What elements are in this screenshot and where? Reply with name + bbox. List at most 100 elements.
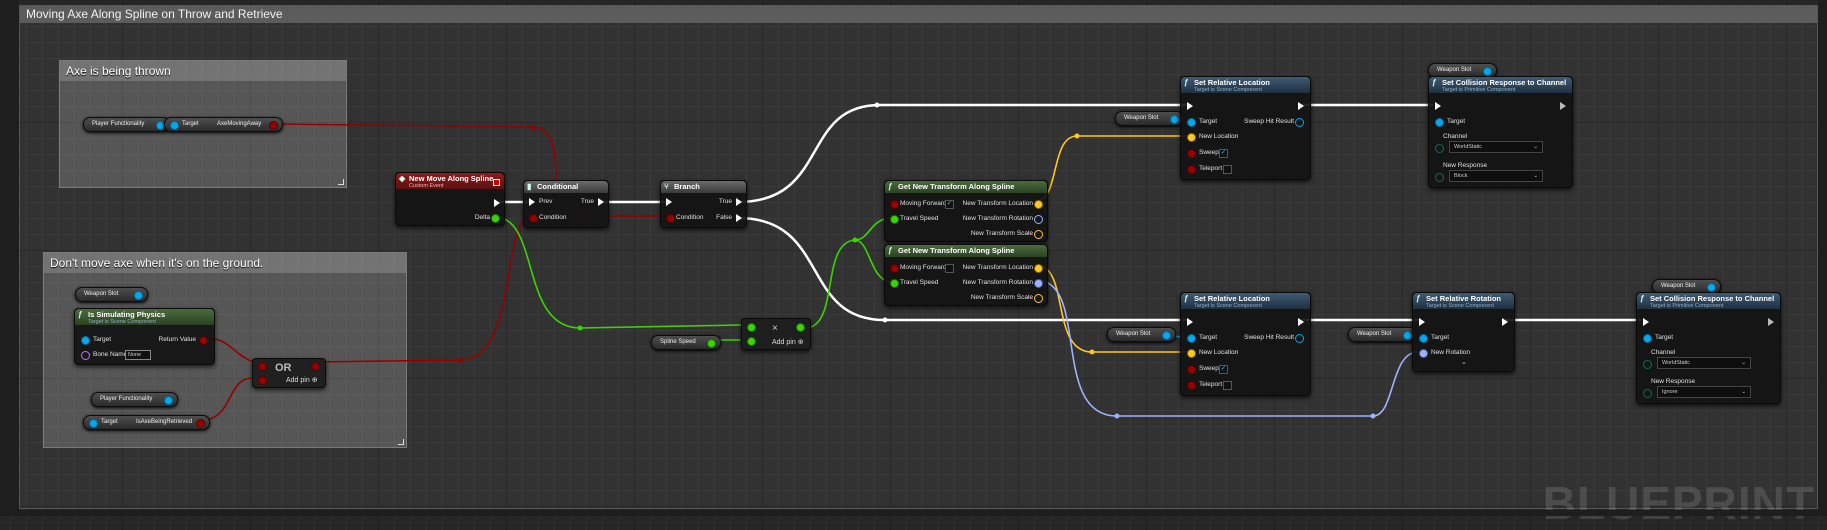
delegate-pin-icon[interactable] [493, 179, 500, 186]
moving-forward-checkbox[interactable]: ✓ [945, 200, 954, 209]
bool-pin-icon[interactable] [890, 200, 899, 209]
object-pin-icon[interactable] [1187, 118, 1196, 127]
exec-out-pin-icon[interactable] [494, 199, 500, 207]
node-multiply[interactable]: × Add pin ⊕ [741, 318, 811, 350]
node-get-new-transform-backward[interactable]: ƒ Get New Transform Along Spline Moving … [884, 244, 1048, 306]
float-pin-icon[interactable] [747, 323, 756, 332]
node-is-simulating-physics[interactable]: ƒ Is Simulating Physics Target is Scene … [74, 308, 215, 365]
add-pin-button[interactable]: Add pin ⊕ [286, 376, 318, 384]
bone-name-input[interactable]: None [125, 350, 151, 360]
object-pin-icon[interactable] [1187, 334, 1196, 343]
node-header[interactable]: ƒ Is Simulating Physics Target is Scene … [75, 309, 214, 325]
object-pin-icon[interactable] [1643, 334, 1652, 343]
main-comment-title[interactable]: Moving Axe Along Spline on Throw and Ret… [20, 6, 1817, 23]
object-pin-icon[interactable] [1707, 283, 1716, 292]
var-player-functionality[interactable]: Player Functionality [83, 117, 170, 132]
moving-forward-checkbox[interactable] [945, 264, 954, 273]
bool-pin-icon[interactable] [890, 264, 899, 273]
bool-pin-icon[interactable] [199, 336, 208, 345]
float-pin-icon[interactable] [796, 323, 805, 332]
var-player-functionality[interactable]: Player Functionality [91, 392, 178, 407]
node-header[interactable]: ƒ Set Relative Location Target is Scene … [1181, 77, 1310, 93]
response-dropdown[interactable]: Block ⌄ [1449, 170, 1543, 182]
enum-pin-icon[interactable] [1643, 360, 1652, 369]
bool-pin-icon[interactable] [258, 362, 267, 371]
node-get-new-transform-forward[interactable]: ƒ Get New Transform Along Spline Moving … [884, 180, 1048, 242]
object-pin-icon[interactable] [1483, 67, 1492, 76]
bool-pin-icon[interactable] [269, 121, 278, 130]
vector-pin-icon[interactable] [1034, 264, 1043, 273]
exec-in-pin-icon[interactable] [1187, 318, 1193, 326]
enum-pin-icon[interactable] [1435, 173, 1444, 182]
enum-pin-icon[interactable] [1643, 389, 1652, 398]
node-new-move-along-spline[interactable]: ◆ New Move Along Spline Custom Event Del… [395, 172, 505, 226]
bool-pin-icon[interactable] [196, 419, 205, 428]
rotator-pin-icon[interactable] [1034, 215, 1043, 224]
float-pin-icon[interactable] [890, 279, 899, 288]
vector-pin-icon[interactable] [1187, 133, 1196, 142]
sweep-checkbox[interactable]: ✓ [1219, 365, 1228, 374]
comment-axe-thrown-title[interactable]: Axe is being thrown [60, 61, 346, 81]
struct-pin-icon[interactable] [1295, 334, 1304, 343]
expand-chevron-icon[interactable]: ⌄ [1461, 359, 1467, 366]
node-branch[interactable]: ⑂ Branch True Condition False [660, 180, 747, 228]
node-set-collision-response-bottom[interactable]: ƒ Set Collision Response to Channel Targ… [1636, 292, 1781, 404]
node-header[interactable]: ƒ Get New Transform Along Spline [885, 245, 1047, 257]
vector-pin-icon[interactable] [1187, 349, 1196, 358]
node-header[interactable]: ƒ Set Collision Response to Channel Targ… [1637, 293, 1780, 309]
var-spline-speed[interactable]: Spline Speed [651, 335, 721, 350]
bool-pin-icon[interactable] [311, 362, 320, 371]
exec-in-pin-icon[interactable] [1187, 102, 1193, 110]
object-pin-icon[interactable] [170, 121, 179, 130]
node-header[interactable]: ƒ Get New Transform Along Spline [885, 181, 1047, 193]
node-set-relative-location-top[interactable]: ƒ Set Relative Location Target is Scene … [1180, 76, 1311, 180]
var-axe-moving-away[interactable]: Target AxeMovingAway [164, 117, 283, 132]
object-pin-icon[interactable] [164, 396, 173, 405]
struct-pin-icon[interactable] [1295, 118, 1304, 127]
exec-out-pin-icon[interactable] [1298, 318, 1304, 326]
rotator-pin-icon[interactable] [1419, 349, 1428, 358]
exec-in-pin-icon[interactable] [1435, 102, 1441, 110]
object-pin-icon[interactable] [134, 291, 143, 300]
node-header[interactable]: ⑂ Branch [661, 181, 746, 193]
bool-pin-icon[interactable] [1187, 149, 1196, 158]
var-is-axe-being-retrieved[interactable]: Target IsAxeBeingRetrieved [83, 415, 210, 430]
name-pin-icon[interactable] [81, 351, 90, 360]
object-pin-icon[interactable] [1162, 331, 1171, 340]
var-weapon-slot[interactable]: Weapon Slot [1107, 327, 1176, 342]
exec-out-pin-icon[interactable] [736, 198, 742, 206]
node-set-relative-location-bottom[interactable]: ƒ Set Relative Location Target is Scene … [1180, 292, 1311, 396]
float-pin-icon[interactable] [491, 214, 500, 223]
node-set-relative-rotation[interactable]: ƒ Set Relative Rotation Target is Scene … [1412, 292, 1515, 372]
node-set-collision-response-top[interactable]: ƒ Set Collision Response to Channel Targ… [1428, 76, 1573, 188]
teleport-checkbox[interactable] [1223, 165, 1232, 174]
bool-pin-icon[interactable] [1187, 381, 1196, 390]
exec-in-pin-icon[interactable] [1419, 318, 1425, 326]
resize-grip-icon[interactable] [398, 439, 404, 445]
resize-grip-icon[interactable] [338, 179, 344, 185]
var-weapon-slot[interactable]: Weapon Slot [1348, 327, 1417, 342]
response-dropdown[interactable]: Ignore ⌄ [1657, 386, 1751, 398]
float-pin-icon[interactable] [747, 337, 756, 346]
exec-out-pin-icon[interactable] [1298, 102, 1304, 110]
vector-pin-icon[interactable] [1034, 294, 1043, 303]
exec-out-pin-icon[interactable] [1560, 102, 1566, 110]
object-pin-icon[interactable] [1419, 334, 1428, 343]
var-weapon-slot[interactable]: Weapon Slot [1115, 111, 1184, 126]
var-weapon-slot[interactable]: Weapon Slot [1652, 279, 1721, 294]
float-pin-icon[interactable] [707, 339, 716, 348]
exec-out-pin-icon[interactable] [736, 214, 742, 222]
exec-out-pin-icon[interactable] [598, 198, 604, 206]
bool-pin-icon[interactable] [258, 376, 267, 385]
bool-pin-icon[interactable] [1187, 365, 1196, 374]
node-header[interactable]: ƒ Set Relative Rotation Target is Scene … [1413, 293, 1514, 309]
node-header[interactable]: ◆ New Move Along Spline Custom Event [396, 173, 504, 189]
node-header[interactable]: ▮ Conditional [524, 181, 608, 193]
node-or[interactable]: OR Add pin ⊕ [252, 358, 326, 388]
object-pin-icon[interactable] [1403, 331, 1412, 340]
exec-in-pin-icon[interactable] [1643, 318, 1649, 326]
exec-in-pin-icon[interactable] [666, 198, 672, 206]
object-pin-icon[interactable] [89, 419, 98, 428]
bool-pin-icon[interactable] [529, 214, 538, 223]
channel-dropdown[interactable]: WorldStatic ⌄ [1657, 357, 1751, 369]
